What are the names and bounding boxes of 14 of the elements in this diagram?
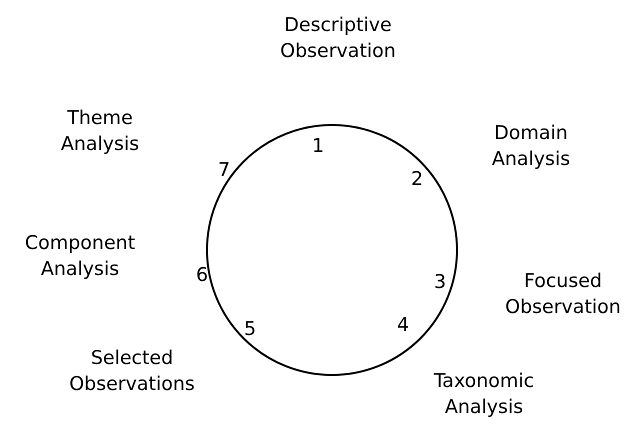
step-number: 3 (432, 270, 448, 295)
step-label: Theme Analysis (60, 106, 140, 157)
step-label: Focused Observation (504, 269, 622, 320)
step-number: 5 (242, 317, 258, 342)
step-label: Component Analysis (24, 231, 136, 282)
step-label: Taxonomic Analysis (432, 369, 536, 420)
step-label: Domain Analysis (490, 121, 572, 172)
step-number: 7 (216, 158, 232, 183)
step-label: Selected Observations (68, 346, 196, 397)
step-number: 4 (396, 313, 410, 338)
step-number: 1 (310, 134, 326, 159)
step-label: Descriptive Observation (279, 13, 397, 64)
step-number: 6 (194, 263, 210, 288)
step-number: 2 (410, 167, 424, 192)
